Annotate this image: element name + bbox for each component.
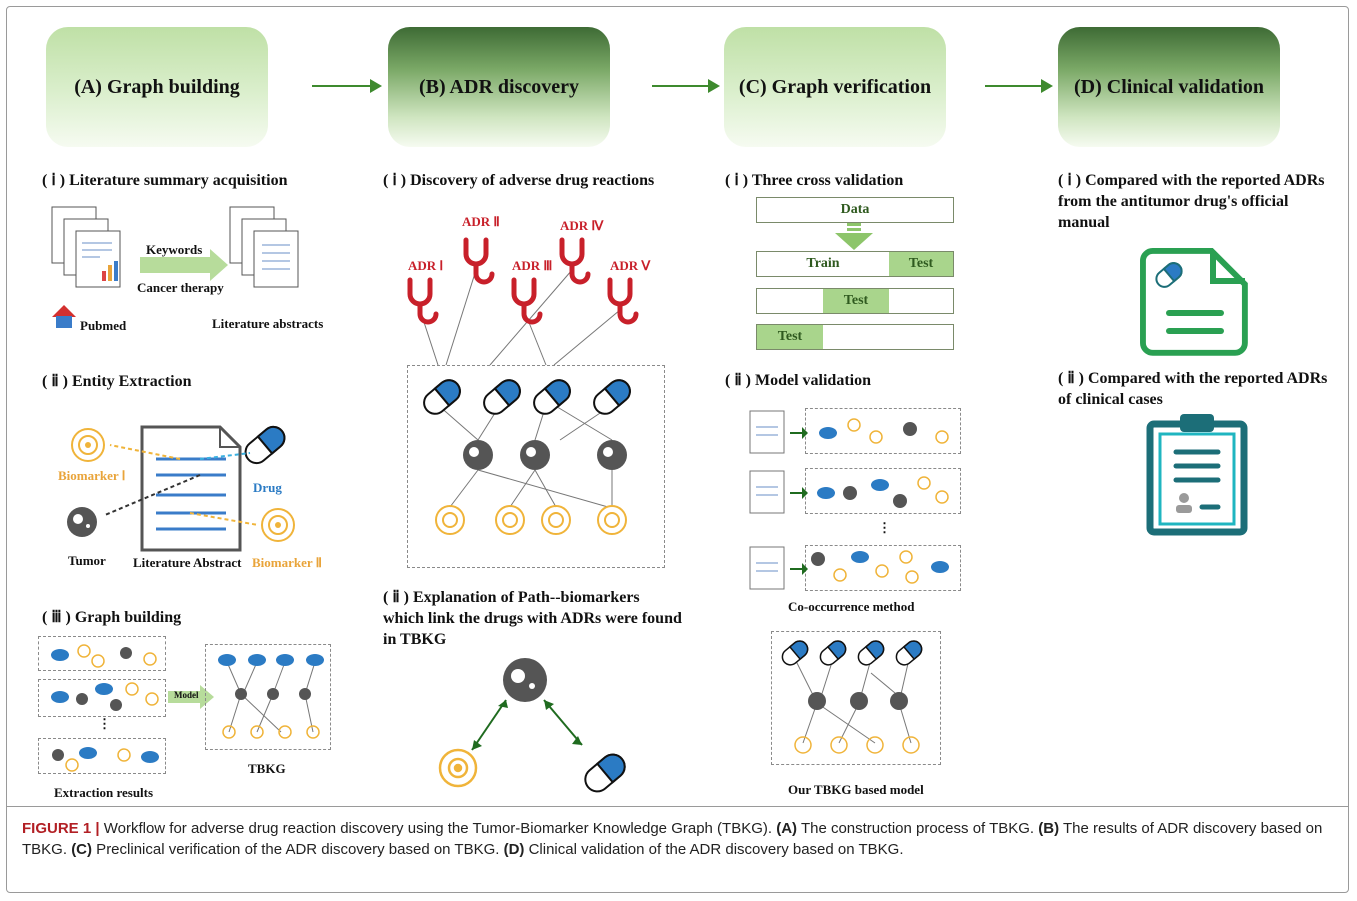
biomarker-1-label: Biomarker Ⅰ	[58, 468, 126, 483]
document-icons	[749, 410, 785, 590]
tbkg-mini-graph	[205, 644, 331, 750]
adr-1-label: ADR Ⅰ	[408, 258, 444, 273]
a-section-2-title: ( ⅱ ) Entity Extraction	[42, 373, 192, 390]
tumor-label: Tumor	[68, 553, 106, 568]
c-section-1-title: ( ⅰ ) Three cross validation	[725, 172, 904, 189]
our-model-label: Our TBKG based model	[788, 782, 924, 797]
b-section-1-title: ( ⅰ ) Discovery of adverse drug reaction…	[383, 172, 655, 189]
extraction-row-2	[38, 679, 166, 717]
abstract-stack-icon	[229, 206, 299, 288]
clinical-clipboard-icon	[1146, 414, 1248, 536]
cv-fold-3: Test	[756, 324, 954, 350]
our-model-graph	[781, 640, 923, 754]
test-label-1: Test	[889, 252, 953, 276]
extraction-row-1	[38, 636, 166, 671]
stage-c-label: (C) Graph verification	[738, 75, 932, 98]
target-icon	[71, 428, 105, 462]
keywords-label: Keywords	[146, 242, 203, 257]
extraction-ellipsis: ⋮	[98, 716, 111, 731]
adr-graph-box	[407, 365, 665, 568]
down-arrow-icon	[835, 223, 873, 250]
cooccurrence-label: Co-occurrence method	[788, 599, 915, 614]
adr-3-label: ADR Ⅲ	[512, 258, 553, 273]
target-icon	[438, 748, 478, 788]
cv-fold-2: Test	[756, 288, 954, 314]
home-icon	[52, 305, 76, 328]
cancer-therapy-label: Cancer therapy	[137, 280, 224, 295]
d-section-2-title: ( ⅱ ) Compared with the reported ADRs of…	[1058, 370, 1328, 408]
stage-d-label: (D) Clinical validation	[1073, 75, 1264, 98]
graph-building-graphic	[51, 644, 214, 772]
drug-label: Drug	[253, 480, 282, 495]
train-label: Train	[806, 256, 840, 271]
adr-5-label: ADR Ⅴ	[610, 258, 651, 273]
caption-text-4: Clinical validation of the ADR discovery…	[524, 841, 904, 858]
arrow-a-b	[312, 79, 382, 93]
pill-icon	[244, 425, 286, 465]
model-label: Model	[174, 690, 199, 700]
pubmed-label: Pubmed	[80, 318, 127, 333]
caption-separator	[6, 806, 1349, 807]
figure-number: FIGURE 1 |	[22, 820, 100, 837]
biomarker-2-label: Biomarker Ⅱ	[252, 555, 323, 570]
literature-abstracts-label: Literature abstracts	[212, 316, 324, 331]
tumor-icons	[463, 440, 627, 470]
cv-data-label: Data	[840, 202, 870, 217]
pill-icons	[781, 640, 923, 666]
tbkg-label: TBKG	[248, 761, 286, 776]
caption-text-2: The results of ADR discovery based on TB…	[22, 820, 1323, 858]
model-arrow-icon	[168, 685, 214, 709]
keyword-arrow-icon	[140, 249, 228, 281]
test-label-3: Test	[757, 325, 823, 349]
drug-manual-icon	[1140, 247, 1248, 356]
extraction-results-label: Extraction results	[54, 785, 154, 800]
arrow-b-c	[652, 79, 720, 93]
figure-caption: FIGURE 1 | Workflow for adverse drug rea…	[22, 818, 1332, 860]
stage-a-label: (A) Graph building	[74, 75, 240, 98]
cv-data-box: Data	[756, 197, 954, 223]
stage-a: (A) Graph building	[46, 27, 268, 147]
caption-text-0: Workflow for adverse drug reaction disco…	[99, 820, 777, 837]
caption-text-3: Preclinical verification of the ADR disc…	[92, 841, 504, 858]
stethoscope-icons	[407, 237, 639, 325]
stage-d: (D) Clinical validation	[1058, 27, 1280, 147]
tumor-icon	[503, 658, 547, 702]
caption-text-1: The construction process of TBKG.	[797, 820, 1039, 837]
figure-frame	[6, 6, 1349, 893]
test-label-2: Test	[823, 289, 889, 313]
arrow-c-d	[985, 79, 1053, 93]
stage-b-label: (B) ADR discovery	[419, 75, 579, 98]
document-stack-icon	[51, 206, 121, 288]
stage-b: (B) ADR discovery	[388, 27, 610, 147]
d-section-1-title: ( ⅰ ) Compared with the reported ADRs fr…	[1058, 172, 1325, 231]
adr-4-label: ADR Ⅳ	[560, 218, 604, 233]
cv-fold-1: Train Test	[756, 251, 954, 277]
a-section-1-title: ( ⅰ ) Literature summary acquisition	[42, 172, 288, 189]
b-section-2-title: ( ⅱ ) Explanation of Path--biomarkers wh…	[383, 589, 682, 648]
our-model-box	[771, 631, 941, 765]
literature-acquisition-graphic	[51, 206, 299, 328]
a-section-3-title: ( ⅲ ) Graph building	[42, 609, 182, 626]
caption-b: (B)	[1038, 820, 1060, 837]
adr-2-label: ADR Ⅱ	[462, 214, 500, 229]
target-icon	[261, 508, 295, 542]
biomarker-icons	[435, 505, 627, 535]
pill-icons	[423, 379, 631, 415]
pill-icon	[584, 753, 626, 793]
extraction-row-3	[38, 738, 166, 774]
caption-d: (D)	[503, 841, 525, 858]
cooc-ellipsis: ⋮	[878, 520, 891, 535]
entity-extraction-graphic	[67, 425, 295, 552]
path-explanation-graphic	[438, 658, 626, 793]
tumor-icon	[67, 507, 97, 537]
cooccurrence-graphic	[749, 410, 949, 590]
tbkg-mini-graph-icons	[218, 654, 324, 739]
stage-c: (C) Graph verification	[724, 27, 946, 147]
literature-abstract-label: Literature Abstract	[133, 555, 242, 570]
caption-c: (C)	[71, 841, 93, 858]
c-section-2-title: ( ⅱ ) Model validation	[725, 372, 871, 389]
caption-a: (A)	[776, 820, 798, 837]
adr-discovery-graph	[407, 237, 639, 535]
